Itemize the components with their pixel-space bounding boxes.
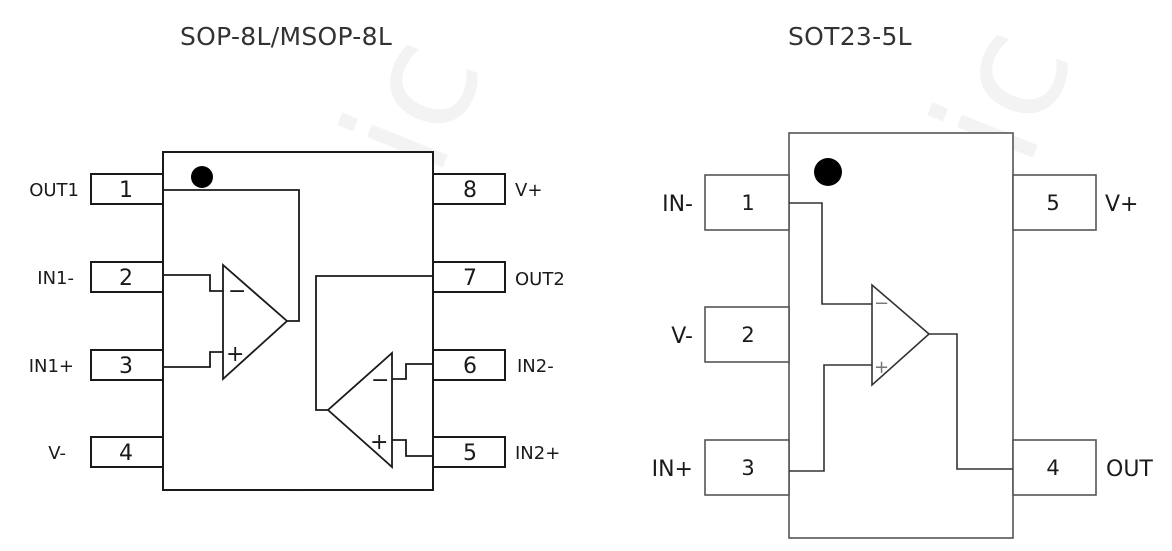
- sot23-pin-4-number: 4: [1046, 456, 1059, 480]
- wire-in2-minus: [392, 363, 433, 380]
- sot23-opamp-minus-sign: −: [874, 293, 889, 314]
- sop8-pin-8-label: V+: [515, 180, 542, 201]
- package-title-sot23: SOT23-5L: [788, 22, 912, 51]
- sop8-pin-2: [90, 261, 164, 293]
- sot23-opamp-plus-sign: +: [874, 357, 889, 378]
- sop8-package: [90, 151, 506, 491]
- sop8-pin-7-number: 7: [463, 266, 477, 291]
- sot23-pin-1-number: 1: [741, 191, 754, 215]
- opamp-2-plus-sign: +: [370, 430, 388, 455]
- sop8-pin-1-label: OUT1: [29, 180, 79, 201]
- sot23-pin-4: [1012, 439, 1097, 496]
- sop8-pin-3-label: IN1+: [29, 356, 74, 377]
- sop8-pin-6-number: 6: [463, 354, 477, 379]
- sot23-pin-3-number: 3: [741, 456, 754, 480]
- wire-in-minus: [789, 202, 872, 305]
- sot23-package: [704, 132, 1097, 539]
- sop8-pin-3-number: 3: [119, 354, 133, 379]
- sop8-opamp-1: [163, 189, 300, 382]
- opamp-1-minus-sign: −: [228, 279, 246, 304]
- wire-in2-plus: [392, 439, 433, 457]
- sot23-pin-2-label: V-: [671, 324, 693, 349]
- opamp-1-plus-sign: +: [226, 342, 244, 367]
- sot23-pin-2-number: 2: [741, 323, 754, 347]
- sop8-pin-8-number: 8: [463, 178, 477, 203]
- sot23-pin-2: [704, 306, 790, 363]
- wire-in1-minus: [163, 274, 223, 292]
- sop8-pin-4-label: V-: [48, 443, 66, 464]
- sop8-pin-5-label: IN2+: [515, 443, 560, 464]
- opamp-2-minus-sign: −: [371, 368, 389, 393]
- sot23-pin-5-number: 5: [1046, 191, 1059, 215]
- sop8-pin-2-number: 2: [119, 266, 133, 291]
- sop8-opamp-2: [315, 275, 433, 470]
- sop8-pin-5: [432, 436, 506, 468]
- sot23-pin-3: [704, 439, 790, 496]
- pin1-indicator-dot: [191, 166, 213, 188]
- sop8-pin-2-label: IN1-: [37, 268, 74, 289]
- sop8-pin-6: [432, 349, 506, 381]
- pin1-indicator-dot-sot23: [814, 158, 842, 186]
- sot23-opamp: [789, 202, 1013, 472]
- package-title-sop8: SOP-8L/MSOP-8L: [180, 22, 393, 51]
- wire-out1: [163, 189, 300, 322]
- sop8-pin-8: [432, 173, 506, 205]
- sot23-pin-3-label: IN+: [652, 457, 693, 482]
- sop8-pin-1: [90, 173, 164, 205]
- sot23-pin-5-label: V+: [1105, 192, 1138, 217]
- sop8-pin-4: [90, 436, 164, 468]
- wire-in-plus: [789, 364, 872, 472]
- sop8-pin-6-label: IN2-: [517, 356, 554, 377]
- wire-in1-plus: [163, 351, 223, 368]
- sop8-pin-4-number: 4: [119, 441, 133, 466]
- sop8-pin-3: [90, 349, 164, 381]
- opamp-1-triangle: [222, 263, 289, 382]
- sot23-opamp-triangle: [871, 283, 931, 387]
- sop8-pin-5-number: 5: [463, 441, 477, 466]
- sot23-pin-1: [704, 174, 790, 231]
- wire-out2: [315, 275, 433, 411]
- sop8-pin-1-number: 1: [119, 178, 133, 203]
- opamp-2-triangle: [326, 350, 393, 470]
- sop8-pin-7: [432, 261, 506, 293]
- sot23-pin-4-label: OUT: [1106, 457, 1153, 482]
- sot23-pin-5: [1012, 174, 1097, 231]
- sop8-pin-7-label: OUT2: [515, 269, 565, 290]
- wire-out: [929, 333, 1013, 470]
- sot23-pin-1-label: IN-: [662, 192, 693, 217]
